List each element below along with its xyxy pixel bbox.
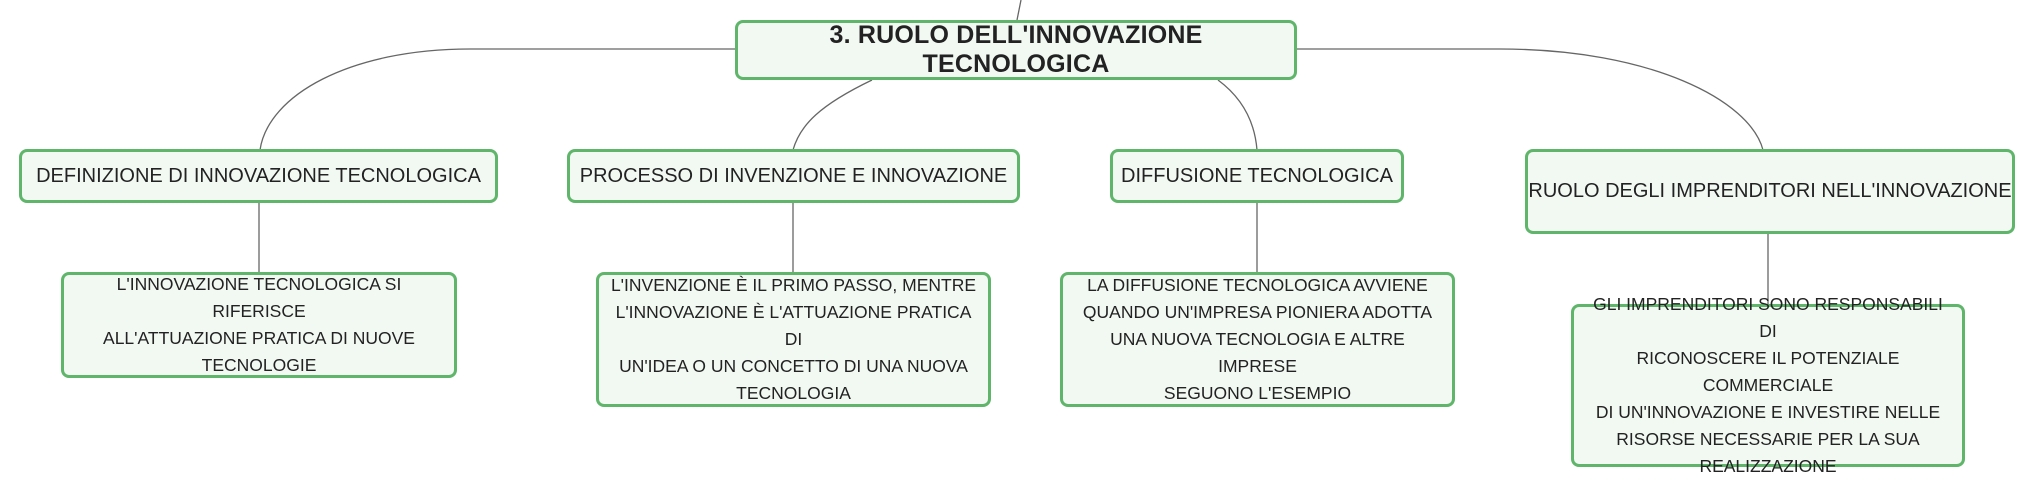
detail-node-diffusione[interactable]: LA DIFFUSIONE TECNOLOGICA AVVIENE QUANDO… [1060,272,1455,407]
detail-node-text: LA DIFFUSIONE TECNOLOGICA AVVIENE QUANDO… [1082,275,1433,403]
connector-root-to-branch-4 [1297,48,1764,151]
detail-node-text: L'INNOVAZIONE TECNOLOGICA SI RIFERISCE A… [103,274,415,375]
detail-node-imprenditori[interactable]: GLI IMPRENDITORI SONO RESPONSABILI DI RI… [1571,294,1965,476]
detail-node-text: L'INVENZIONE È IL PRIMO PASSO, MENTRE L'… [610,275,977,403]
branch-node-label: RUOLO DEGLI IMPRENDITORI NELL'INNOVAZION… [1528,180,2012,202]
branch-node-definizione[interactable]: DEFINIZIONE DI INNOVAZIONE TECNOLOGICA [19,149,498,203]
branch-node-processo[interactable]: PROCESSO DI INVENZIONE E INNOVAZIONE [567,149,1020,203]
branch-node-imprenditori[interactable]: RUOLO DEGLI IMPRENDITORI NELL'INNOVAZION… [1525,149,2015,234]
connector-root-parent [1016,0,1022,21]
connector-root-to-branch-3 [1217,79,1258,151]
branch-node-diffusione[interactable]: DIFFUSIONE TECNOLOGICA [1110,149,1404,203]
branch-node-label: DIFFUSIONE TECNOLOGICA [1121,164,1393,187]
root-node[interactable]: 3. RUOLO DELL'INNOVAZIONE TECNOLOGICA [735,20,1297,80]
detail-node-processo[interactable]: L'INVENZIONE È IL PRIMO PASSO, MENTRE L'… [596,272,991,407]
connector-root-to-branch-2 [792,79,873,151]
root-node-label: 3. RUOLO DELL'INNOVAZIONE TECNOLOGICA [829,21,1203,78]
detail-node-text: GLI IMPRENDITORI SONO RESPONSABILI DI RI… [1593,294,1943,476]
branch-node-label: PROCESSO DI INVENZIONE E INNOVAZIONE [579,164,1008,187]
connector-root-to-branch-1 [259,48,735,151]
branch-node-label: DEFINIZIONE DI INNOVAZIONE TECNOLOGICA [36,164,481,187]
detail-node-definizione[interactable]: L'INNOVAZIONE TECNOLOGICA SI RIFERISCE A… [61,272,457,378]
